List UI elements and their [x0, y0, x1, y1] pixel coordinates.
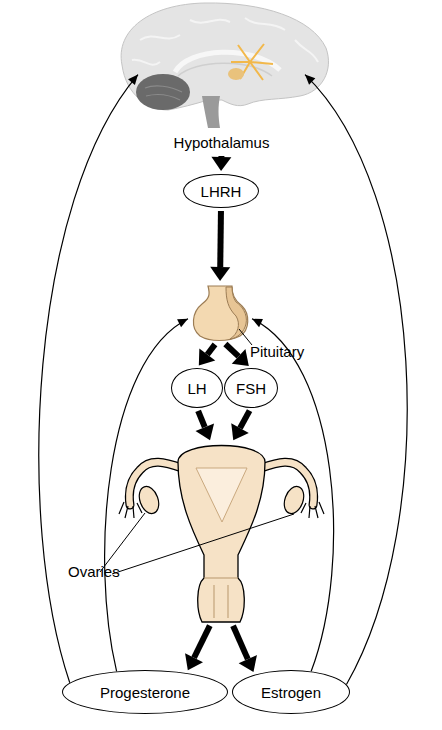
- ovary-tube: [119, 502, 142, 518]
- arrow-head: [211, 157, 231, 171]
- gland-node: Pituitary: [188, 284, 252, 342]
- hormone-ellipse: FSH: [224, 368, 278, 408]
- connector-line: [225, 344, 238, 356]
- arrow-head: [232, 349, 249, 366]
- organ-node: Ovaries: [118, 443, 325, 623]
- brain-node: Hypothalamus: [138, 5, 305, 153]
- connector-line: [305, 75, 407, 685]
- node-label: Pituitary: [250, 343, 304, 360]
- feedback-arrow: [105, 319, 188, 672]
- brain-illustration: [202, 96, 220, 128]
- arrow-head: [239, 655, 257, 672]
- node-label: Estrogen: [261, 684, 321, 701]
- leader-line: [112, 514, 294, 574]
- connector-line: [39, 75, 138, 683]
- arrow-head: [177, 319, 188, 327]
- hormone-ellipse: LHRH: [183, 174, 259, 208]
- brain-illustration: [136, 74, 190, 110]
- node-label: FSH: [236, 380, 266, 397]
- connector-line: [207, 344, 215, 354]
- pituitary-gland: [193, 286, 247, 341]
- uterus-illustration: [119, 446, 324, 623]
- hormone-ellipse: Estrogen: [232, 670, 350, 714]
- brain-illustration: [228, 68, 244, 80]
- node-label: LHRH: [201, 183, 242, 200]
- connector-line: [198, 411, 205, 427]
- uterus-illustration: [196, 468, 247, 522]
- connector-line: [218, 156, 224, 157]
- connector-line: [194, 626, 210, 658]
- arrow-head: [231, 423, 249, 440]
- hormone-ellipse: LH: [171, 368, 223, 408]
- arrow-head: [196, 423, 215, 440]
- node-label: Hypothalamus: [138, 134, 305, 151]
- node-label: LH: [187, 380, 206, 397]
- brain-illustration: [121, 3, 328, 110]
- flow-arrow: [225, 344, 248, 366]
- flow-arrow: [233, 626, 257, 672]
- node-label: Progesterone: [100, 684, 190, 701]
- ovary-tube: [119, 462, 182, 518]
- brain-illustration: [121, 3, 328, 128]
- pituitary-gland: [193, 286, 247, 341]
- flow-arrow: [231, 411, 249, 441]
- flow-arrow: [210, 211, 230, 281]
- brain-illustration: [132, 18, 318, 65]
- ovary-tube: [136, 484, 162, 516]
- arrow-head: [305, 75, 315, 85]
- uterus-illustration: [178, 446, 265, 623]
- connector-line: [105, 319, 188, 672]
- flow-arrow: [196, 411, 215, 440]
- brain-illustration: [145, 86, 182, 100]
- arrow-head: [185, 653, 203, 670]
- pituitary-gland: [226, 287, 246, 339]
- arrow-head: [199, 348, 215, 365]
- ovary-tube: [261, 462, 324, 518]
- feedback-arrow: [39, 75, 138, 683]
- arrow-head: [210, 267, 230, 281]
- arrow-head: [128, 75, 138, 86]
- uterus-illustration: [204, 578, 238, 618]
- feedback-arrow: [305, 75, 407, 685]
- hormone-ellipse: Progesterone: [62, 670, 228, 714]
- leader-line: [239, 329, 252, 345]
- connector-line: [240, 411, 250, 428]
- flow-arrow: [211, 156, 231, 171]
- connector-line: [233, 626, 248, 659]
- flow-arrow: [199, 344, 215, 365]
- arrow-head: [252, 319, 263, 327]
- connector-line: [217, 211, 224, 267]
- node-label: Ovaries: [68, 563, 120, 580]
- flow-arrow: [185, 626, 210, 671]
